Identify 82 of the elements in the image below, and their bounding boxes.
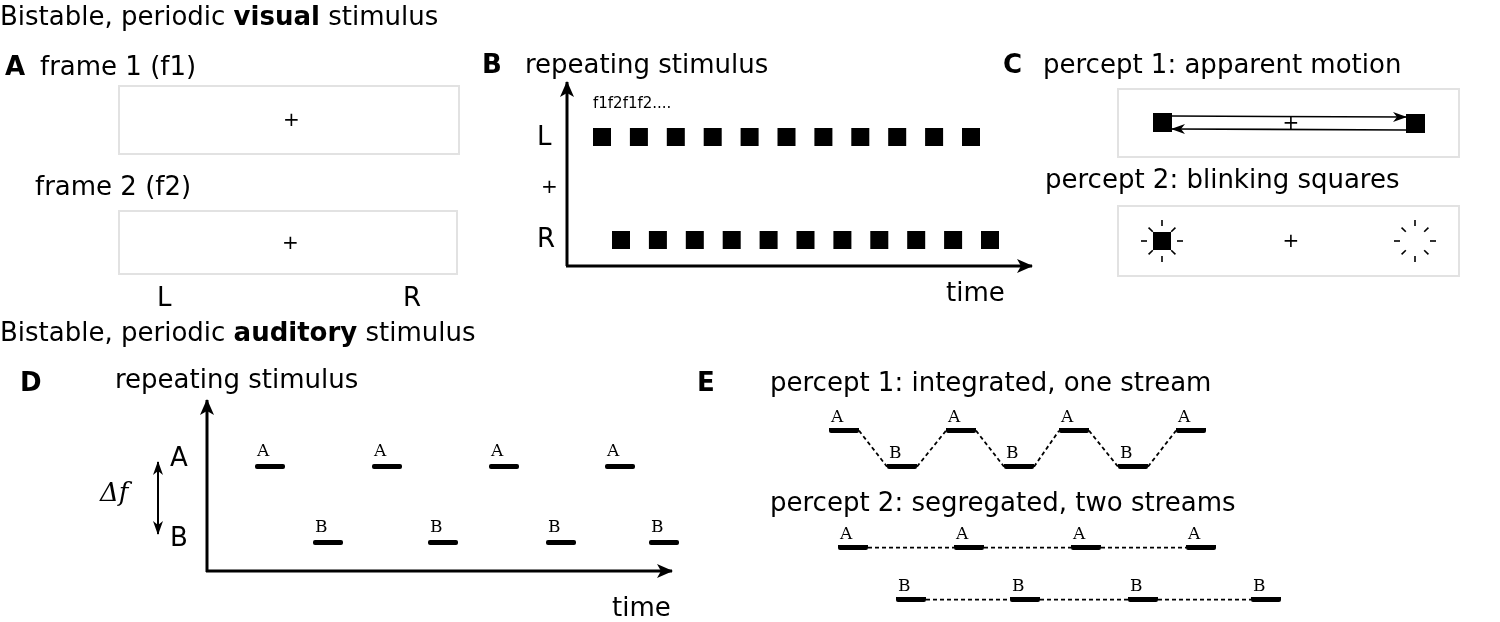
dashed-connector bbox=[858, 429, 888, 468]
tone-label: B bbox=[315, 517, 328, 537]
tone-marker bbox=[1176, 407, 1206, 433]
section-heading: Bistable, periodic visual stimulus bbox=[0, 2, 439, 32]
dashed-connector bbox=[1100, 546, 1187, 549]
tone-label: A bbox=[374, 441, 387, 461]
tone-label: B bbox=[898, 576, 911, 596]
dashed-connector bbox=[1033, 429, 1060, 468]
panel-heading: percept 1: apparent motion bbox=[1043, 50, 1402, 80]
axis-label: R bbox=[403, 283, 422, 313]
tone-marker bbox=[1128, 576, 1158, 602]
dashed-connector bbox=[1147, 429, 1177, 468]
tone-label: A bbox=[956, 524, 969, 544]
tone-label: B bbox=[1006, 443, 1019, 463]
tone-label: B bbox=[1012, 576, 1025, 596]
panel-letter: B bbox=[482, 50, 502, 80]
panel-letter: E bbox=[697, 368, 715, 398]
panel-letter: D bbox=[20, 368, 42, 398]
tone-label: A bbox=[1178, 407, 1191, 427]
tone-label: B bbox=[548, 517, 561, 537]
panel-letter: A bbox=[5, 52, 26, 82]
tone-label: A bbox=[831, 407, 844, 427]
tone-marker bbox=[1186, 524, 1216, 550]
tone-marker bbox=[954, 524, 984, 550]
dashed-connector bbox=[916, 429, 947, 468]
tone-label: A bbox=[491, 441, 504, 461]
tone-marker bbox=[946, 407, 976, 433]
motion-square bbox=[1153, 113, 1172, 132]
tone-label: A bbox=[1188, 524, 1201, 544]
tone-label: A bbox=[257, 441, 270, 461]
sequence-label: f1f2f1f2.... bbox=[593, 95, 672, 113]
axis-label: L bbox=[157, 283, 172, 313]
tone-label: B bbox=[651, 517, 664, 537]
fixation-cross: + bbox=[283, 109, 300, 129]
axis-label: percept 2: segregated, two streams bbox=[770, 488, 1236, 518]
dashed-connector bbox=[1088, 429, 1119, 468]
dashed-connector bbox=[867, 546, 955, 549]
tone-label: A bbox=[840, 524, 853, 544]
fixation-cross: + bbox=[282, 231, 299, 252]
tone-label: B bbox=[1120, 443, 1133, 463]
motion-square bbox=[1406, 114, 1425, 133]
dashed-connector bbox=[1039, 598, 1129, 601]
axis-label: A bbox=[170, 443, 188, 473]
tone-label: B bbox=[430, 517, 443, 537]
axis-label: repeating stimulus bbox=[525, 50, 769, 80]
axis-label: B bbox=[170, 523, 188, 553]
axis-label: L bbox=[537, 122, 552, 152]
tone-label: B bbox=[1130, 576, 1143, 596]
panel-letter: C bbox=[1003, 50, 1023, 80]
axis-label: time bbox=[612, 593, 671, 622]
tone-label: A bbox=[607, 441, 620, 461]
dashed-connector bbox=[983, 546, 1072, 549]
tone-label: B bbox=[889, 443, 902, 463]
section-heading: Bistable, periodic auditory stimulus bbox=[0, 318, 476, 348]
tone-label: B bbox=[1253, 576, 1266, 596]
panel-heading: frame 1 (f1) bbox=[40, 52, 197, 82]
axis-label: time bbox=[946, 278, 1005, 308]
tone-label: A bbox=[948, 407, 961, 427]
axis-label: repeating stimulus bbox=[115, 365, 359, 395]
tone-marker bbox=[887, 443, 917, 469]
tone-marker bbox=[1071, 524, 1101, 550]
tone-label: A bbox=[1073, 524, 1086, 544]
panel-heading: percept 2: blinking squares bbox=[1045, 165, 1400, 195]
dashed-connector bbox=[1157, 598, 1252, 601]
arrow bbox=[1171, 112, 1407, 122]
tone-marker bbox=[896, 576, 926, 602]
fixation-cross: + bbox=[1282, 230, 1300, 250]
dashed-connector bbox=[975, 429, 1005, 468]
tone-label: A bbox=[1061, 407, 1074, 427]
axis-label: percept 1: integrated, one stream bbox=[770, 368, 1212, 398]
axis-label: R bbox=[537, 224, 556, 254]
tone-marker bbox=[1010, 576, 1040, 602]
tone-marker bbox=[829, 407, 859, 433]
arrow bbox=[1171, 124, 1407, 134]
tone-marker bbox=[1118, 443, 1148, 469]
tone-marker bbox=[838, 524, 868, 550]
fixation-cross: + bbox=[1282, 112, 1300, 132]
tone-marker bbox=[1004, 443, 1034, 469]
tone-marker bbox=[1059, 407, 1089, 433]
tone-marker bbox=[1251, 576, 1281, 602]
fixation-cross: + bbox=[541, 175, 558, 198]
panel-heading: frame 2 (f2) bbox=[35, 172, 192, 202]
